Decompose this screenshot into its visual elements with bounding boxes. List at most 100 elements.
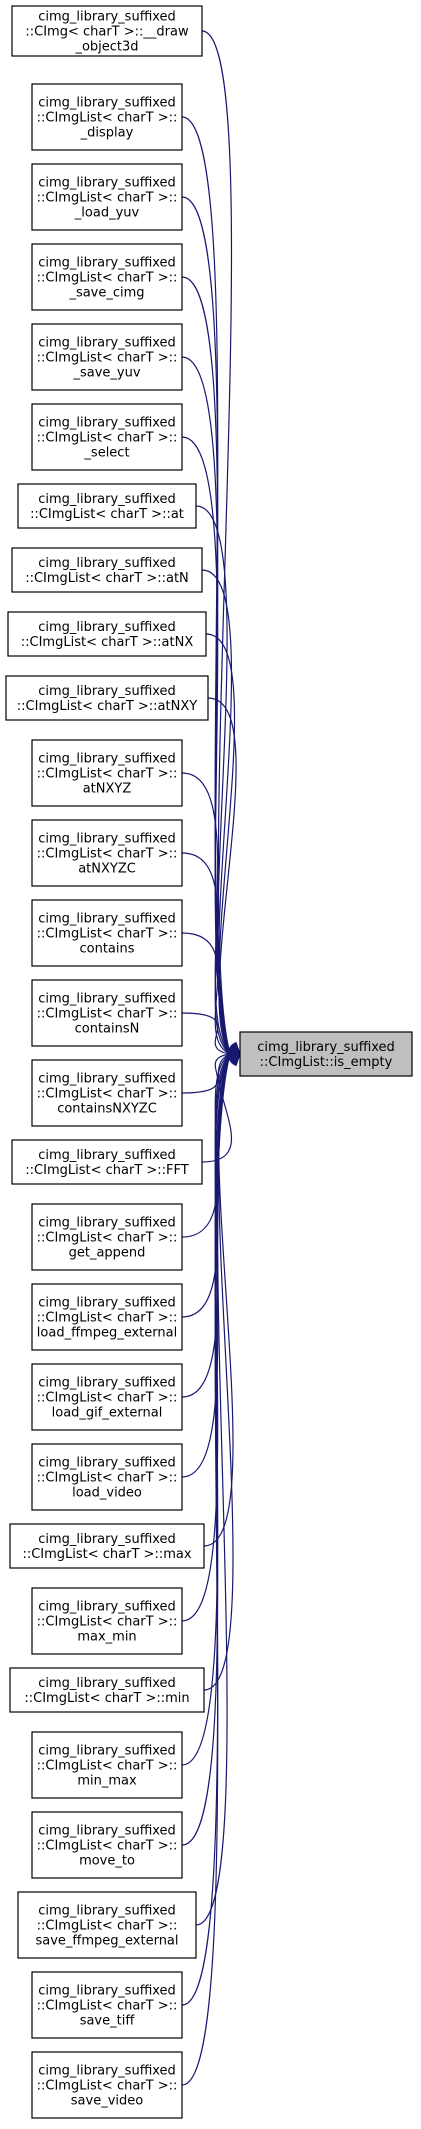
caller-node-label-line: cimg_library_suffixed — [38, 1744, 176, 1759]
caller-node-box — [17, 483, 197, 529]
caller-node-label-line: cimg_library_suffixed — [38, 256, 176, 271]
call-edge — [181, 1053, 231, 1846]
caller-node-label-line: ::CImgList< charT >:: — [37, 2079, 178, 2094]
caller-node-box — [31, 1443, 183, 1511]
call-edge — [181, 1053, 231, 2086]
caller-node-label-line: _object3d — [74, 40, 138, 55]
caller-node[interactable]: cimg_library_suffixed::CImgList< charT >… — [7, 611, 207, 657]
caller-node-label-line: ::CImgList< charT >:: — [37, 271, 178, 286]
call-edge — [207, 697, 237, 1055]
caller-node-label-line: ::CImg< charT >::__draw — [25, 25, 189, 40]
caller-node-label-line: ::CImgList< charT >:: — [37, 1759, 178, 1774]
caller-node[interactable]: cimg_library_suffixed::CImgList< charT >… — [31, 1731, 183, 1799]
caller-node-box — [31, 1811, 183, 1879]
call-edge — [201, 30, 233, 1055]
call-edge — [181, 1053, 231, 1398]
caller-node[interactable]: cimg_library_suffixed::CImgList< charT >… — [31, 819, 183, 887]
caller-node-box — [31, 403, 183, 471]
caller-node[interactable]: cimg_library_suffixed::CImgList< charT >… — [31, 1971, 183, 2039]
caller-node-label-line: max_min — [77, 1630, 136, 1645]
caller-node-label-line: cimg_library_suffixed — [38, 492, 176, 507]
call-edge — [181, 1053, 231, 1478]
caller-node-label-line: cimg_library_suffixed — [38, 1676, 176, 1691]
caller-node[interactable]: cimg_library_suffixed::CImgList< charT >… — [31, 83, 183, 151]
caller-node-box — [31, 1059, 183, 1127]
caller-node[interactable]: cimg_library_suffixed::CImgList< charT >… — [31, 243, 183, 311]
caller-node[interactable]: cimg_library_suffixed::CImgList< charT >… — [31, 403, 183, 471]
caller-node-label-line: cimg_library_suffixed — [38, 1148, 176, 1163]
caller-node[interactable]: cimg_library_suffixed::CImgList< charT >… — [9, 1667, 205, 1713]
caller-node[interactable]: cimg_library_suffixed::CImgList< charT >… — [31, 1283, 183, 1351]
caller-node-label-line: ::CImgList< charT >:: — [37, 1231, 178, 1246]
caller-node-label-line: cimg_library_suffixed — [38, 556, 176, 571]
caller-node-label-line: cimg_library_suffixed — [38, 992, 176, 1007]
caller-node[interactable]: cimg_library_suffixed::CImgList< charT >… — [31, 1587, 183, 1655]
target-node-is-empty[interactable]: cimg_library_suffixed::CImgList::is_empt… — [239, 1031, 413, 1077]
caller-node[interactable]: cimg_library_suffixed::CImgList< charT >… — [31, 739, 183, 807]
caller-node[interactable]: cimg_library_suffixed::CImg< charT >::__… — [11, 5, 203, 57]
caller-node-label-line: ::CImgList< charT >::atNXY — [17, 699, 197, 714]
caller-node-box — [31, 323, 183, 391]
caller-node-label-line: ::CImgList< charT >:: — [37, 767, 178, 782]
caller-node-label-line: ::CImgList< charT >::max — [22, 1547, 191, 1562]
caller-node[interactable]: cimg_library_suffixed::CImgList< charT >… — [5, 675, 209, 721]
caller-node-label-line: min_max — [77, 1774, 137, 1789]
caller-node-label-line: ::CImgList< charT >::FFT — [25, 1163, 188, 1178]
caller-node-box — [31, 1971, 183, 2039]
caller-node[interactable]: cimg_library_suffixed::CImgList< charT >… — [31, 979, 183, 1047]
caller-node[interactable]: cimg_library_suffixed::CImgList< charT >… — [31, 323, 183, 391]
caller-node-box — [11, 547, 203, 593]
caller-node[interactable]: cimg_library_suffixed::CImgList< charT >… — [17, 1891, 197, 1959]
caller-node-label-line: cimg_library_suffixed — [38, 1600, 176, 1615]
caller-node-label-line: atNXYZC — [78, 862, 136, 877]
caller-node-label-line: cimg_library_suffixed — [38, 912, 176, 927]
caller-node[interactable]: cimg_library_suffixed::CImgList< charT >… — [31, 1059, 183, 1127]
caller-node-box — [9, 1667, 205, 1713]
caller-node-label-line: cimg_library_suffixed — [38, 1296, 176, 1311]
caller-node-label-line: _select — [83, 446, 129, 461]
nodes-layer: cimg_library_suffixed::CImgList::is_empt… — [5, 5, 413, 2119]
caller-node[interactable]: cimg_library_suffixed::CImgList< charT >… — [31, 163, 183, 231]
caller-node-label-line: cimg_library_suffixed — [38, 684, 176, 699]
caller-node[interactable]: cimg_library_suffixed::CImgList< charT >… — [11, 1139, 203, 1185]
caller-node[interactable]: cimg_library_suffixed::CImgList< charT >… — [31, 899, 183, 967]
caller-node[interactable]: cimg_library_suffixed::CImgList< charT >… — [31, 1203, 183, 1271]
caller-node[interactable]: cimg_library_suffixed::CImgList< charT >… — [31, 1811, 183, 1879]
caller-node-box — [31, 979, 183, 1047]
call-edge — [201, 1053, 233, 1163]
caller-node-label-line: ::CImgList< charT >:: — [37, 1839, 178, 1854]
caller-node-label-line: ::CImgList< charT >:: — [37, 1311, 178, 1326]
call-edge — [181, 932, 231, 1055]
caller-node-box — [9, 1523, 205, 1569]
caller-node[interactable]: cimg_library_suffixed::CImgList< charT >… — [11, 547, 203, 593]
caller-node[interactable]: cimg_library_suffixed::CImgList< charT >… — [31, 2051, 183, 2119]
caller-node-label-line: _save_yuv — [72, 366, 140, 381]
caller-node-label-line: containsN — [75, 1022, 140, 1037]
caller-node-label-line: load_gif_external — [52, 1406, 163, 1421]
caller-node[interactable]: cimg_library_suffixed::CImgList< charT >… — [31, 1363, 183, 1431]
caller-node-label-line: get_append — [69, 1246, 146, 1261]
caller-node-label-line: ::CImgList< charT >:: — [37, 351, 178, 366]
caller-node-label-line: cimg_library_suffixed — [38, 1532, 176, 1547]
caller-node-label-line: ::CImgList< charT >:: — [37, 1615, 178, 1630]
caller-node-label-line: ::CImgList< charT >:: — [37, 1471, 178, 1486]
caller-node-label-line: contains — [79, 942, 134, 957]
call-edge — [181, 436, 231, 1055]
caller-node-label-line: ::CImgList< charT >:: — [37, 927, 178, 942]
caller-node-label-line: ::CImgList< charT >:: — [37, 111, 178, 126]
caller-node[interactable]: cimg_library_suffixed::CImgList< charT >… — [17, 483, 197, 529]
caller-node-box — [31, 1203, 183, 1271]
caller-node-box — [31, 1731, 183, 1799]
caller-node-label-line: ::CImgList< charT >:: — [37, 431, 178, 446]
caller-node-label-line: ::CImgList< charT >::at — [30, 507, 184, 522]
caller-node-label-line: containsNXYZC — [57, 1102, 157, 1117]
caller-node-label-line: cimg_library_suffixed — [38, 336, 176, 351]
caller-node-label-line: _display — [80, 126, 134, 141]
caller-node-label-line: cimg_library_suffixed — [38, 1216, 176, 1231]
caller-node-box — [31, 243, 183, 311]
caller-node[interactable]: cimg_library_suffixed::CImgList< charT >… — [9, 1523, 205, 1569]
caller-node-box — [31, 83, 183, 151]
caller-node[interactable]: cimg_library_suffixed::CImgList< charT >… — [31, 1443, 183, 1511]
caller-node-label-line: cimg_library_suffixed — [38, 1984, 176, 1999]
